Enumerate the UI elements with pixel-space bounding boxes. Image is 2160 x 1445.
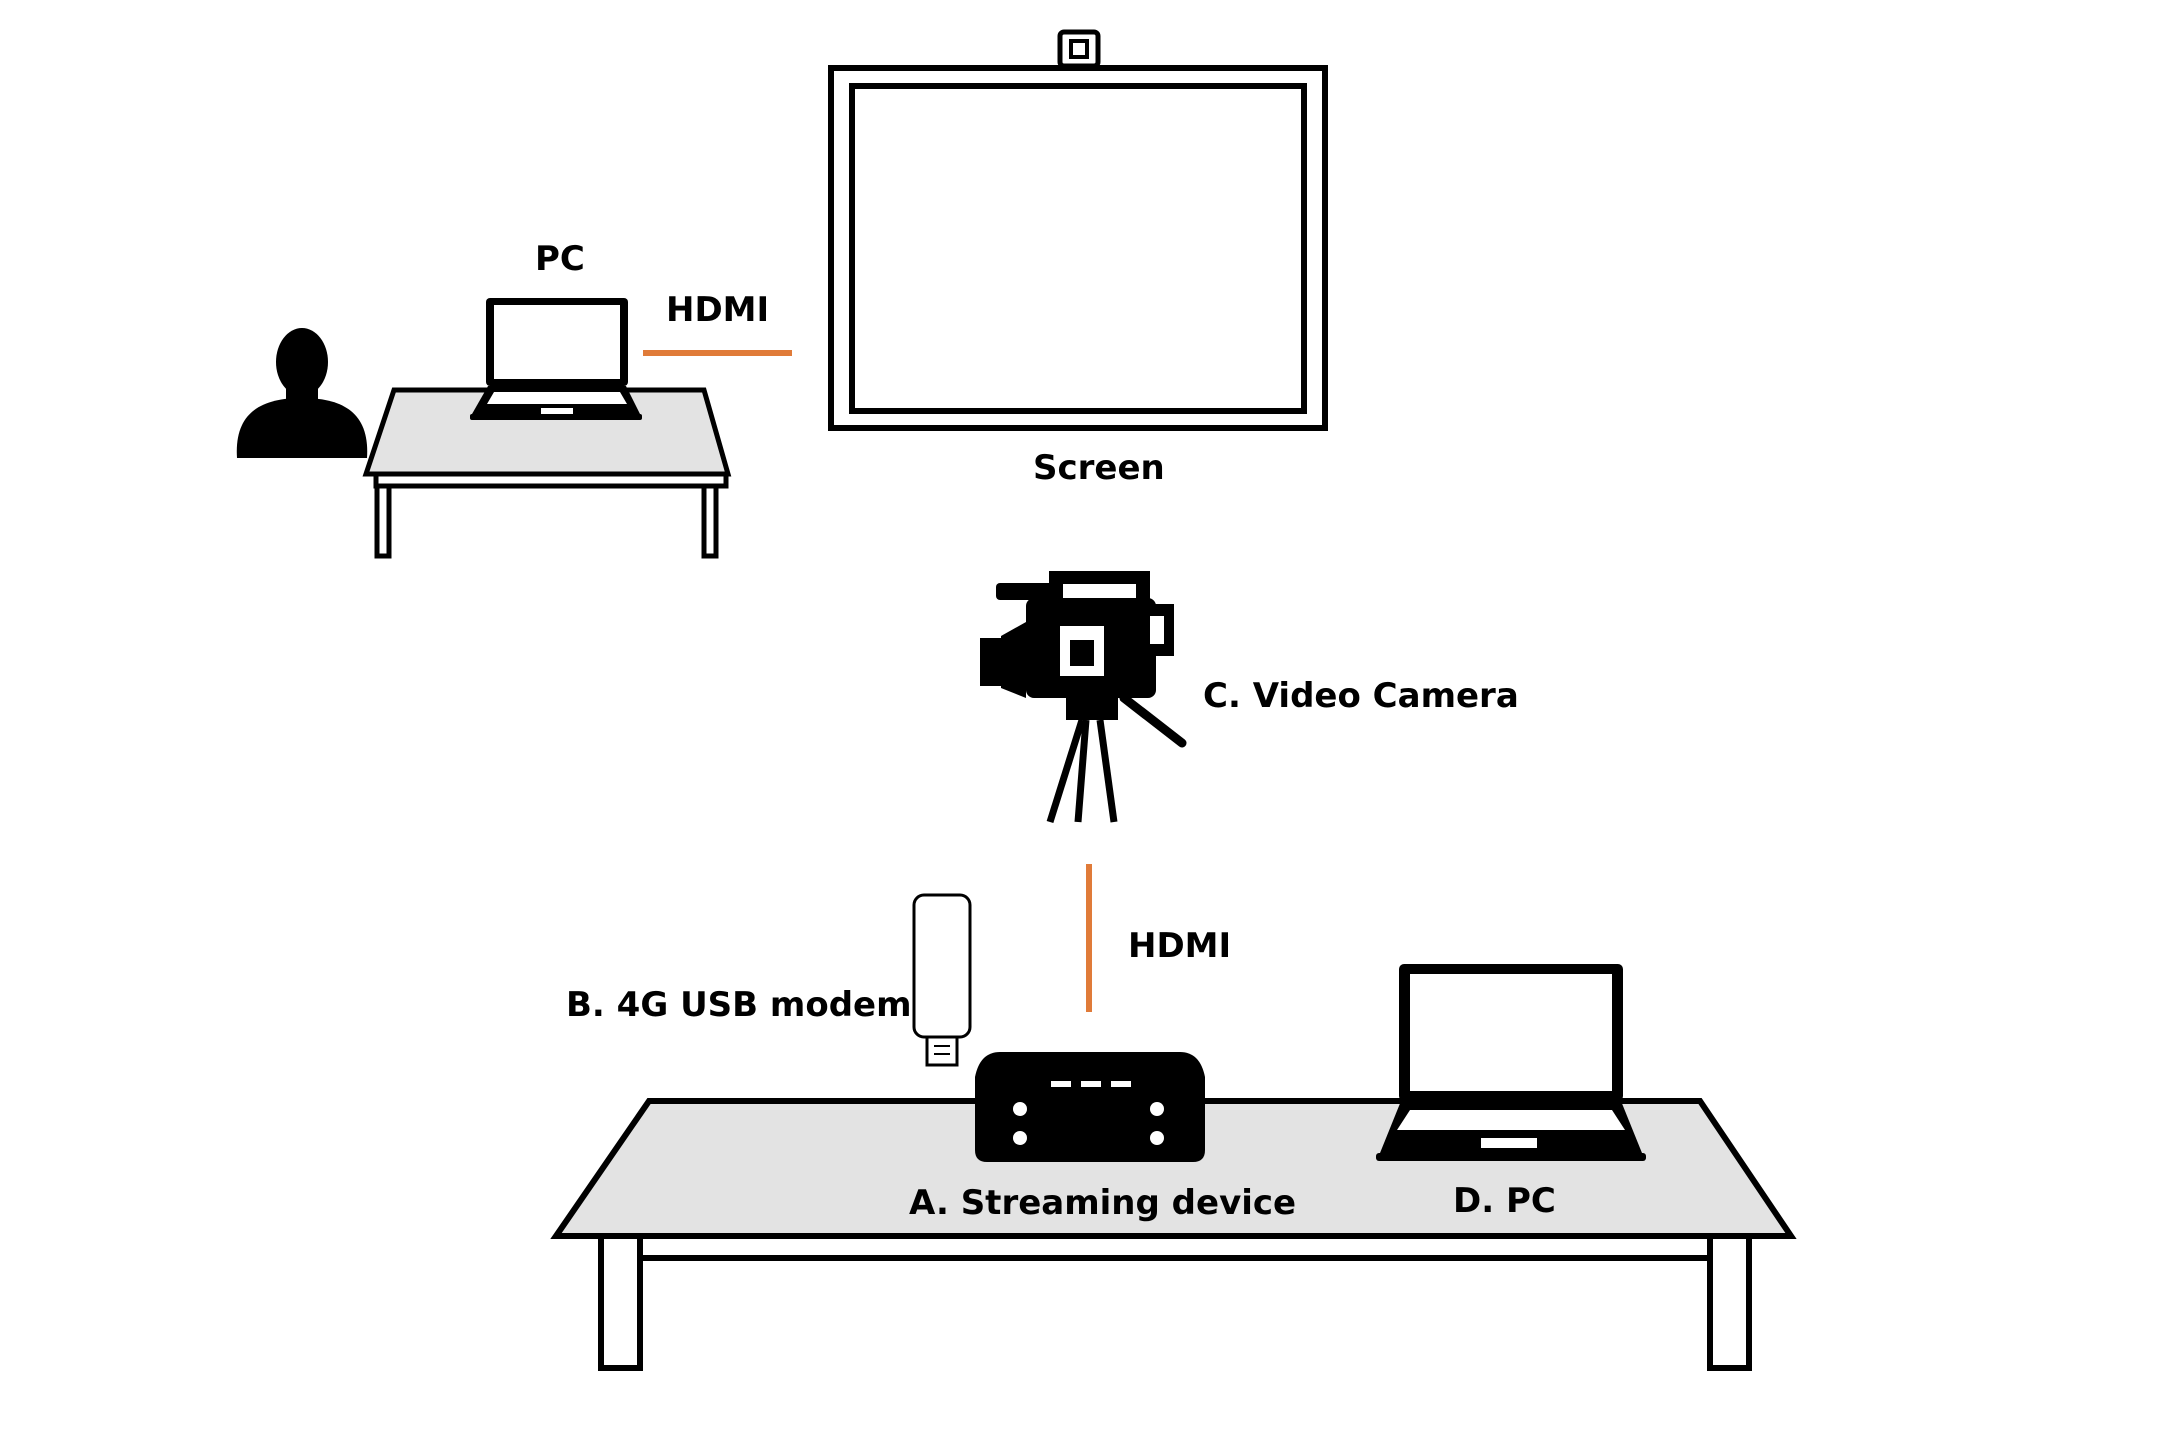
streaming-device-icon <box>975 1052 1205 1162</box>
usb-modem-icon <box>912 893 972 1067</box>
screen-label: Screen <box>1033 448 1165 488</box>
screen-display <box>828 65 1328 431</box>
video-camera-label: C. Video Camera <box>1203 676 1519 716</box>
usb-modem-label: B. 4G USB modem <box>566 985 912 1025</box>
video-camera-icon <box>980 571 1174 708</box>
hdmi-top-label: HDMI <box>666 290 770 330</box>
laptop-icon-top <box>470 298 642 420</box>
tripod-icon <box>1046 693 1187 824</box>
person-icon <box>236 328 368 458</box>
webcam-icon <box>1057 29 1101 69</box>
laptop-icon-bottom <box>1376 964 1646 1161</box>
pc-bottom-label: D. PC <box>1453 1181 1556 1221</box>
hdmi-bottom-label: HDMI <box>1128 926 1232 966</box>
streaming-device-label: A. Streaming device <box>909 1183 1297 1223</box>
pc-top-label: PC <box>535 239 585 279</box>
